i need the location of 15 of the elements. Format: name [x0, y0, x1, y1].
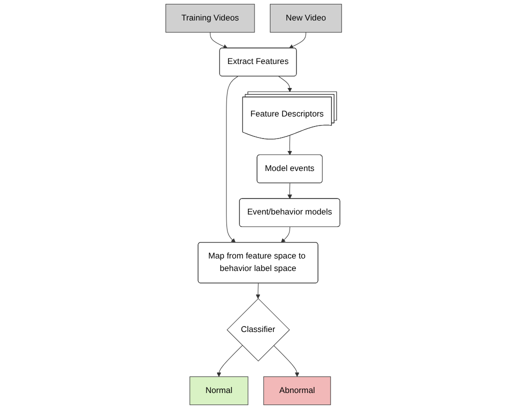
arrow: [274, 345, 300, 377]
node-box: New Video: [270, 4, 342, 33]
arrow: [216, 345, 243, 377]
arrow: [281, 226, 290, 243]
arrow: [278, 76, 292, 92]
arrow: [226, 76, 238, 243]
arrow: [289, 32, 306, 48]
arrow: [256, 282, 261, 299]
node-diamond: Classifier: [227, 298, 290, 362]
node-box: Normal: [190, 376, 249, 406]
arrow: [210, 32, 228, 49]
arrow: [288, 182, 292, 200]
node-box: Abnormal: [264, 376, 332, 406]
arrow: [288, 135, 292, 156]
node-box: Training Videos: [166, 4, 256, 33]
